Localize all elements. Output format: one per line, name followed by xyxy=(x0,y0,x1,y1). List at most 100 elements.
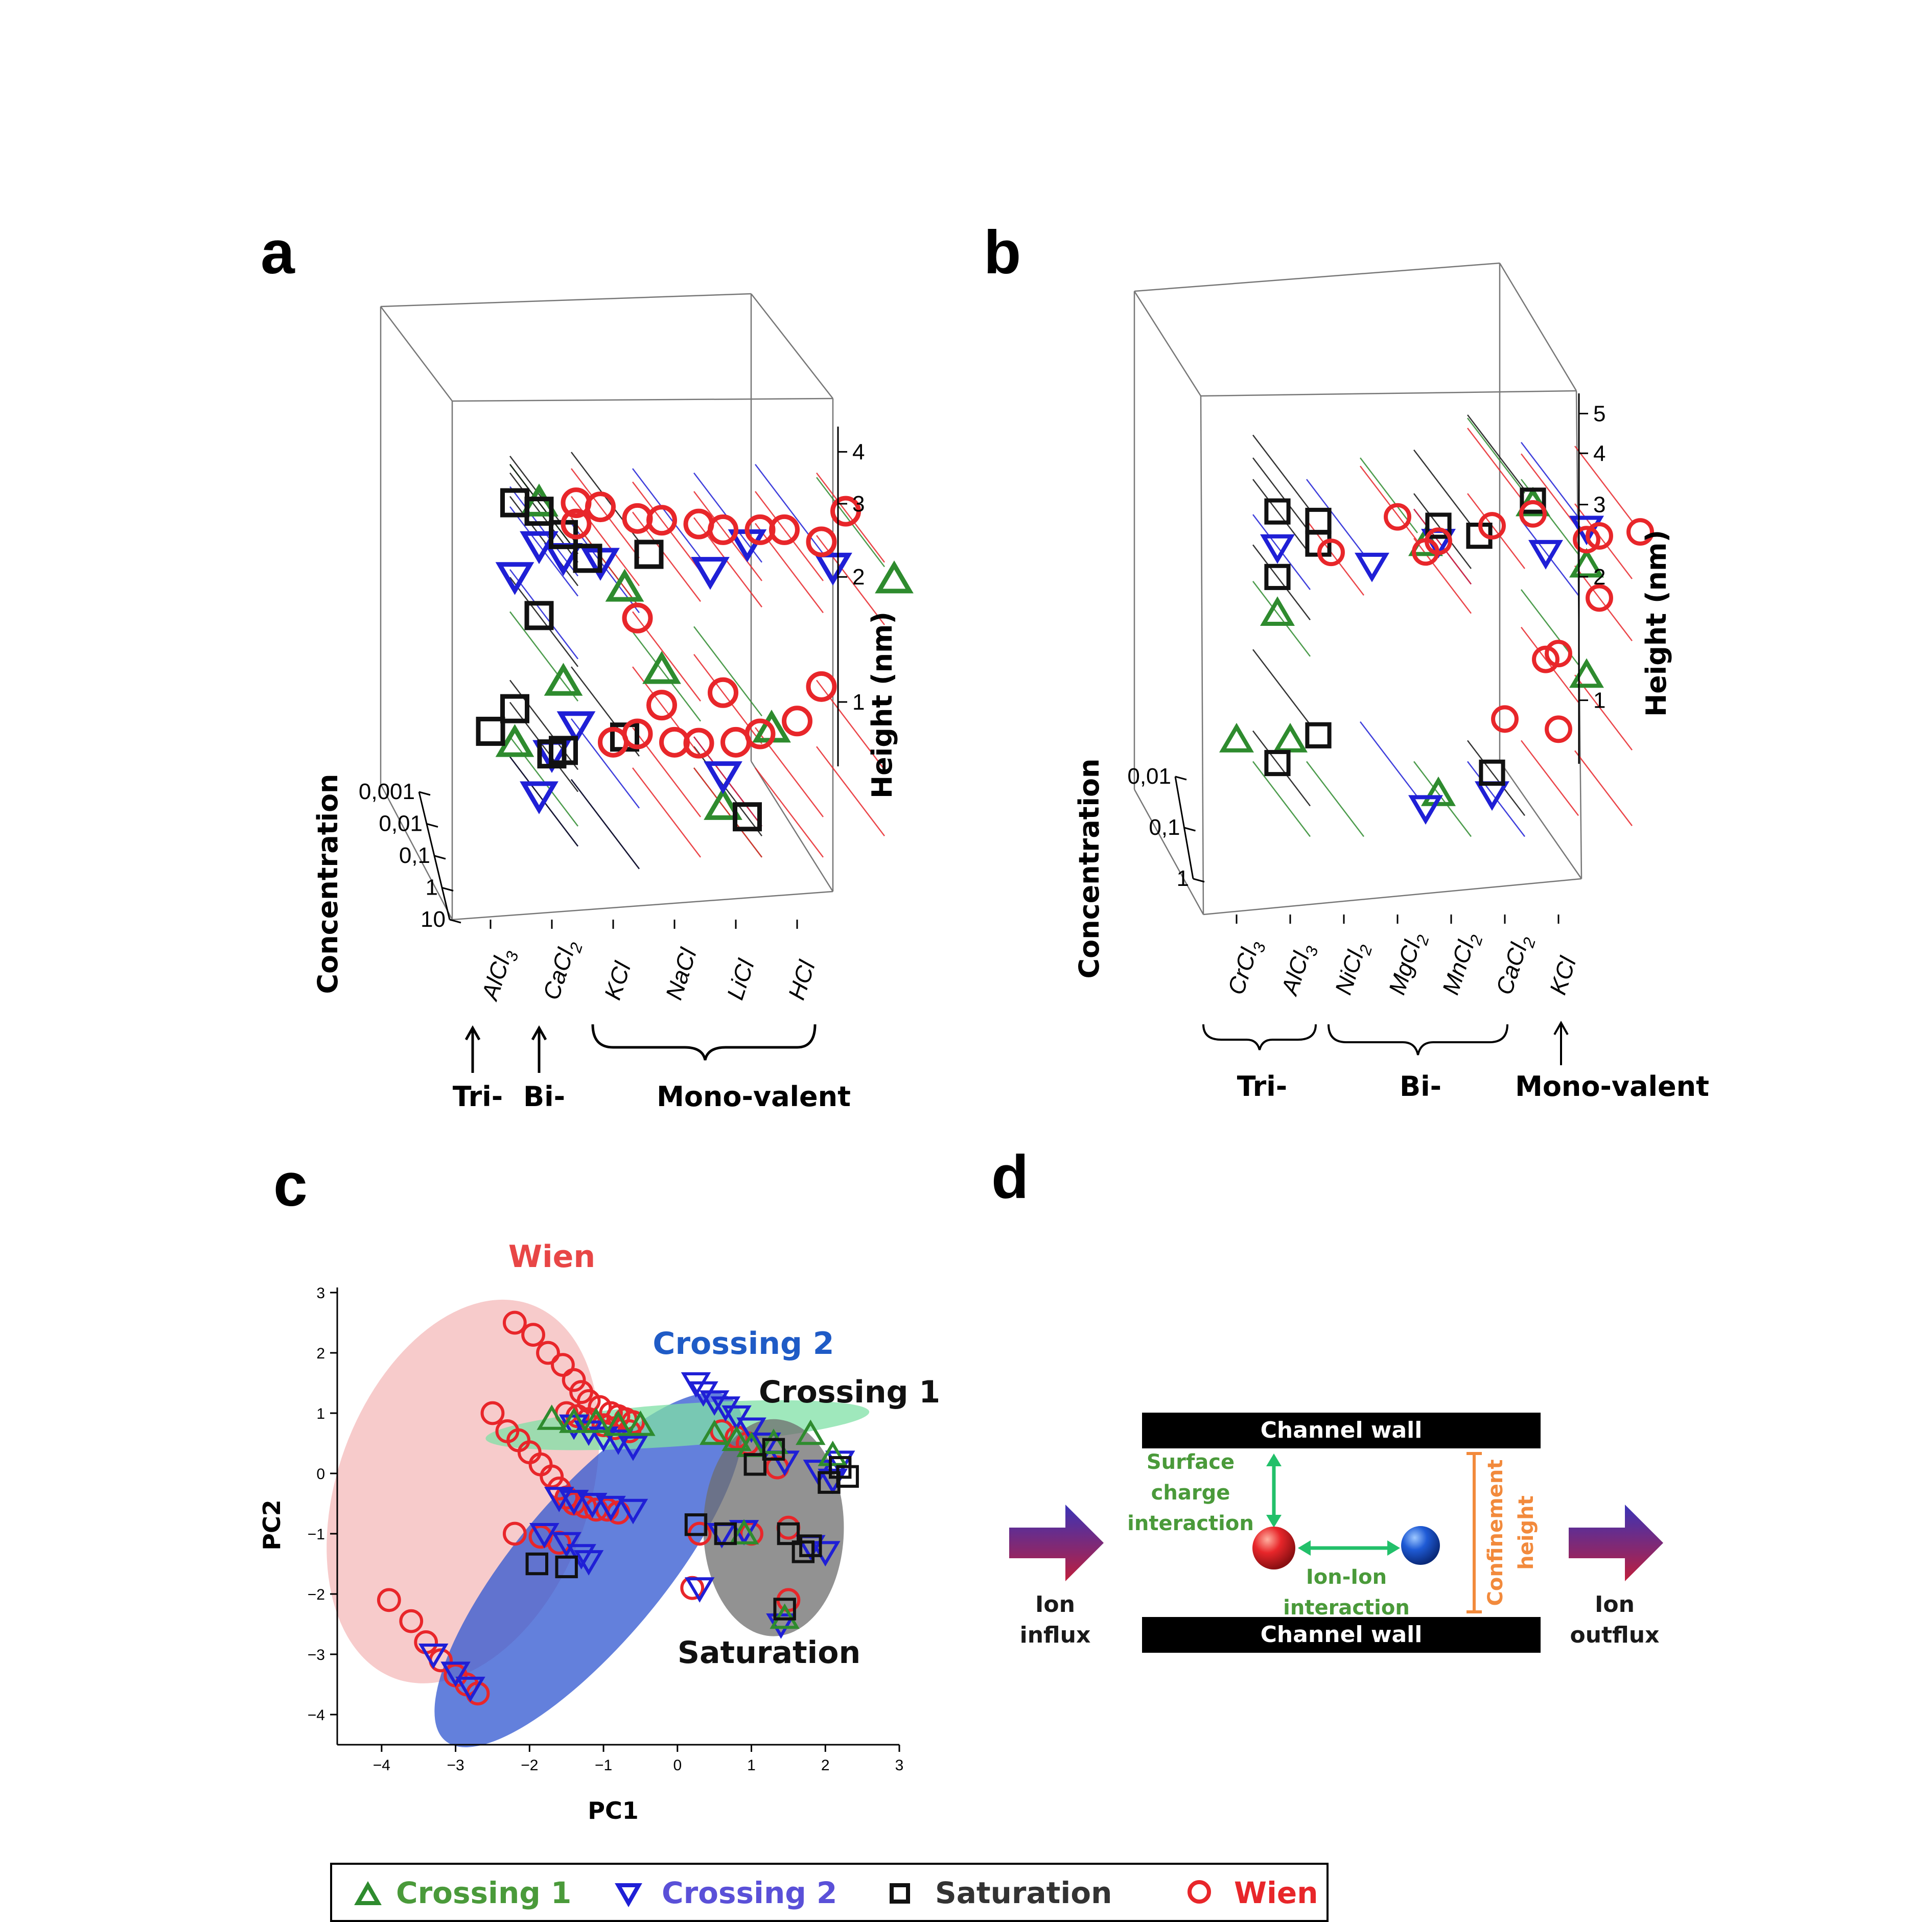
group-label-mono-b: Mono-valent xyxy=(1515,1070,1709,1103)
anion-ball-icon xyxy=(1401,1526,1440,1565)
category-label: KCl xyxy=(1544,953,1581,998)
panel-letter-d: d xyxy=(991,1143,1029,1211)
concentration-tick-label: 1 xyxy=(1177,866,1189,891)
depth-rod xyxy=(693,491,762,581)
depth-rod xyxy=(571,517,640,607)
marker-wien xyxy=(622,503,653,534)
marker-wien xyxy=(659,726,690,758)
marker-wien xyxy=(806,526,837,557)
marker-crossing-1 xyxy=(704,787,742,820)
ion-outflux-arrow-icon xyxy=(1569,1505,1663,1581)
marker-crossing-2 xyxy=(736,1417,766,1443)
ion-ion-label-line1: Ion-Ion xyxy=(1306,1565,1387,1589)
box-edge xyxy=(1134,262,1500,292)
height-tick-label: 2 xyxy=(852,565,865,590)
marker-wien xyxy=(598,726,629,758)
depth-rod xyxy=(693,767,762,858)
depth-rod xyxy=(755,767,824,858)
x-tick-label: −4 xyxy=(373,1757,390,1774)
marker-wien xyxy=(1545,640,1572,668)
depth-rod xyxy=(509,701,578,792)
cluster-label-crossing-2: Crossing 2 xyxy=(653,1326,834,1362)
marker-crossing-1 xyxy=(721,1425,752,1451)
panel-letter-a: a xyxy=(261,218,295,287)
concentration-tick-mark xyxy=(1184,827,1196,832)
y-tick-label: −4 xyxy=(308,1707,325,1724)
concentration-axis-line xyxy=(1174,776,1194,879)
height-tick-label: 2 xyxy=(1593,565,1605,590)
marker-crossing-1 xyxy=(1273,722,1308,753)
marker-crossing-1 xyxy=(818,1440,848,1466)
group-label-bi-b: Bi- xyxy=(1400,1070,1441,1103)
marker-crossing-2 xyxy=(573,1550,604,1576)
depth-rod xyxy=(1413,449,1472,526)
concentration-tick-mark xyxy=(441,887,454,892)
arrowhead-tri-a xyxy=(464,1025,481,1041)
legend: Crossing 1 Crossing 2 Saturation Wien xyxy=(330,1863,1329,1922)
ion-outflux-label-line1: Ion xyxy=(1595,1591,1635,1618)
group-label-tri-a: Tri- xyxy=(453,1081,503,1113)
height-tick-label: 3 xyxy=(852,491,865,517)
marker-saturation xyxy=(1479,759,1505,786)
marker-crossing-1 xyxy=(581,1407,611,1433)
x-tick-label: 2 xyxy=(821,1757,830,1774)
depth-rod xyxy=(1467,493,1525,569)
channel-wall-bottom xyxy=(1142,1617,1541,1653)
height-tick-label: 5 xyxy=(1593,402,1605,427)
marker-crossing-1 xyxy=(699,1419,730,1445)
arrowhead-bi-a xyxy=(531,1025,547,1041)
marker-wien xyxy=(744,514,776,545)
depth-rod xyxy=(1360,465,1418,542)
depth-rod xyxy=(632,767,701,858)
panel-b-markers xyxy=(1219,486,1654,825)
depth-rod xyxy=(755,491,824,581)
panel-a-valence-brackets xyxy=(464,1024,817,1073)
category-label: NaCl xyxy=(660,944,702,1003)
ion-outflux-label-line2: outflux xyxy=(1570,1622,1660,1648)
marker-saturation xyxy=(743,1453,766,1476)
height-tick-label: 4 xyxy=(1593,441,1605,466)
marker-crossing-2 xyxy=(529,1523,560,1549)
marker-wien xyxy=(1586,522,1613,550)
depth-rod xyxy=(1252,457,1311,533)
marker-crossing-1 xyxy=(642,651,681,684)
marker-saturation xyxy=(524,601,554,630)
category-label: HCl xyxy=(783,956,821,1003)
depth-rod xyxy=(632,468,701,558)
y-tick-label: −3 xyxy=(308,1647,325,1663)
marker-crossing-1 xyxy=(770,1603,800,1629)
depth-rod xyxy=(571,779,640,870)
marker-crossing-2 xyxy=(1475,781,1509,811)
ion-ion-arrow-icon xyxy=(1298,1540,1400,1556)
brace-mono-a xyxy=(591,1024,817,1061)
panel-b-concentration-ticks: 0,010,11 xyxy=(1127,764,1205,891)
panel-d: d Channel wall Channel wall Ion influx I… xyxy=(991,1143,1663,1653)
box-edge xyxy=(1499,263,1577,391)
marker-crossing-1 xyxy=(537,1404,567,1430)
channel-wall-bottom-label: Channel wall xyxy=(1261,1622,1423,1648)
concentration-tick-mark xyxy=(449,919,461,924)
marker-crossing-1 xyxy=(544,663,583,696)
marker-crossing-2 xyxy=(691,557,730,590)
marker-saturation xyxy=(476,716,505,746)
depth-rod xyxy=(755,523,824,614)
marker-crossing-1 xyxy=(729,1519,759,1544)
marker-wien xyxy=(551,1353,575,1377)
brace-tri-b xyxy=(1202,1024,1317,1050)
panel-letter-b: b xyxy=(984,218,1021,287)
marker-crossing-2 xyxy=(495,562,534,595)
depth-rod xyxy=(632,631,701,722)
depth-rod xyxy=(632,511,701,602)
marker-crossing-1 xyxy=(1260,596,1295,626)
marker-crossing-1 xyxy=(1421,776,1456,806)
marker-saturation xyxy=(1264,498,1291,525)
ion-influx-label-line2: influx xyxy=(1020,1622,1091,1648)
concentration-tick-label: 0,1 xyxy=(1149,815,1180,840)
legend-crossing-1-label: Crossing 1 xyxy=(396,1876,571,1910)
